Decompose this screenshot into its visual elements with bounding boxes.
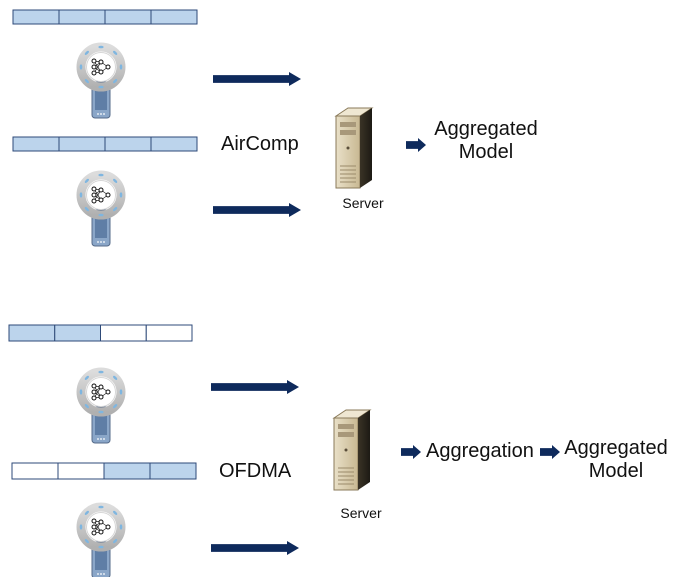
bottom-output-label: Aggregated Model (564, 437, 668, 482)
bottom-aggregation-arrow-icon (401, 445, 421, 459)
bottom-device-1 (76, 367, 126, 444)
bar-segment (100, 324, 147, 342)
top-scheme-label: AirComp (221, 133, 299, 155)
bottom-server-icon (332, 409, 372, 491)
bottom-aggregation-label: Aggregation (426, 440, 534, 462)
top-bar-1 (12, 9, 198, 25)
bar-segment (54, 324, 101, 342)
bottom-server-label: Server (340, 505, 382, 521)
top-output-arrow-icon (406, 138, 426, 152)
top-bar-2 (12, 136, 198, 152)
bottom-device-2 (76, 502, 126, 577)
top-server-label: Server (342, 195, 384, 211)
bottom-bar-2 (11, 462, 197, 480)
bar-segment (103, 462, 151, 480)
bar-segment (104, 9, 152, 25)
top-server-icon (334, 107, 374, 189)
bar-segment (12, 136, 60, 152)
top-device-1 (76, 42, 126, 119)
bar-segment (145, 324, 193, 342)
bar-segment (57, 462, 105, 480)
top-upload-arrow-2 (213, 203, 301, 217)
bar-segment (58, 136, 106, 152)
bar-segment (12, 9, 60, 25)
bottom-output-arrow-icon (540, 445, 560, 459)
top-device-2 (76, 170, 126, 247)
top-upload-arrow-1 (213, 72, 301, 86)
bar-segment (150, 136, 198, 152)
bottom-upload-arrow-1 (211, 380, 299, 394)
bar-segment (8, 324, 56, 342)
bar-segment (104, 136, 152, 152)
bar-segment (149, 462, 197, 480)
top-output-label: Aggregated Model (434, 118, 538, 163)
bottom-upload-arrow-2 (211, 541, 299, 555)
bar-segment (150, 9, 198, 25)
bar-segment (58, 9, 106, 25)
bottom-bar-1 (8, 324, 193, 342)
bar-segment (11, 462, 59, 480)
bottom-scheme-label: OFDMA (219, 460, 292, 482)
